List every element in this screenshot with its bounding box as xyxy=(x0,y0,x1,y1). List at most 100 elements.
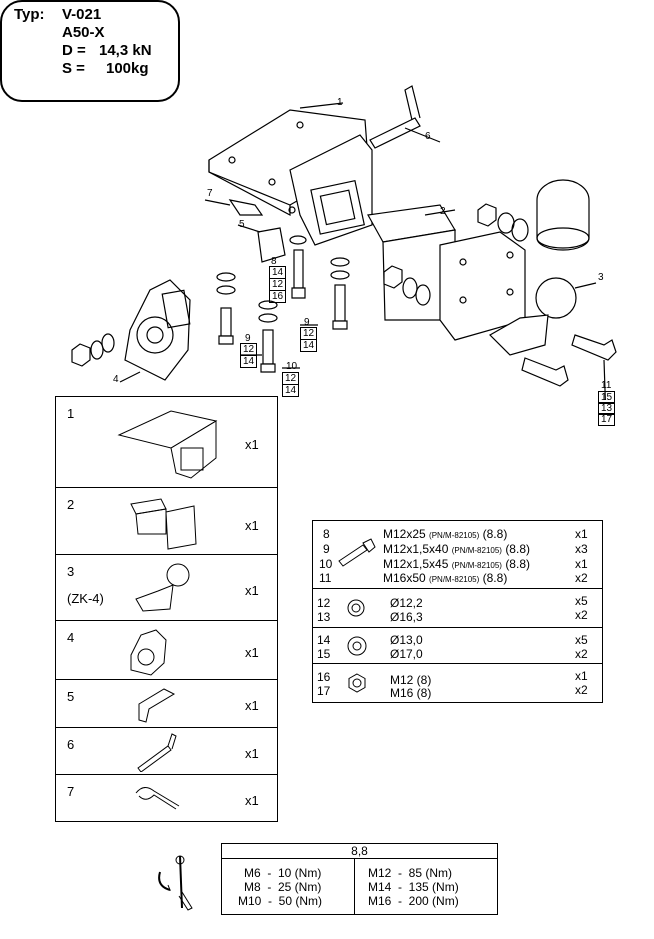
torque-right: M14 - 135 (Nm) xyxy=(368,880,459,894)
torque-right: M12 - 85 (Nm) xyxy=(368,866,453,880)
washer-num: 13 xyxy=(317,610,331,624)
bolt-spec: M16x50 (PN/M-82105) (8.8) xyxy=(383,571,508,585)
washer-num: 14 xyxy=(317,633,331,647)
washer-num: 12 xyxy=(317,596,331,610)
bolt-pair-drawing xyxy=(521,334,617,400)
tow-ball-drawing xyxy=(489,179,597,356)
part-qty: x1 xyxy=(245,793,259,808)
torque-left: M6 - 10 (Nm) xyxy=(244,866,322,880)
s-label: S = xyxy=(62,60,85,77)
bolt-num: 9 xyxy=(323,542,330,556)
left-hardware-drawing xyxy=(71,333,115,367)
part-row: 5 x1 xyxy=(55,679,278,728)
bolt-qty: x2 xyxy=(575,571,588,585)
part-qty: x1 xyxy=(245,698,259,713)
part-number: 7 xyxy=(67,784,75,799)
diagram-label: 3 xyxy=(598,272,604,283)
nut-section: 16 M12 (8) x1 17 M16 (8) x2 xyxy=(313,663,602,703)
nut-qty: x1 xyxy=(575,669,588,683)
exploded-assembly-diagram xyxy=(71,85,617,400)
part-qty: x1 xyxy=(245,437,259,452)
diagram-label: 8 xyxy=(271,256,277,267)
washer-qty: x2 xyxy=(575,608,588,622)
diagram-label: 15 xyxy=(598,391,616,404)
tow-ball-icon xyxy=(135,563,190,612)
hitch-bar-drawing xyxy=(367,204,526,341)
torque-table: 8,8 M6 - 10 (Nm) M8 - 25 (Nm) M10 - 50 (… xyxy=(221,843,498,915)
hitch-bar-icon xyxy=(130,498,197,550)
type-box: Typ: V-021 A50-X D = 14,3 kN S = 100kg xyxy=(0,0,180,102)
lock-washer-icon xyxy=(347,599,365,617)
angle-bracket-icon xyxy=(138,688,176,723)
pin-icon xyxy=(137,733,177,772)
part-row: 2 x1 xyxy=(55,487,278,555)
diagram-label: 11 xyxy=(601,380,612,391)
part-qty: x1 xyxy=(245,645,259,660)
flat-washer-section: 14 Ø13,0 x5 15 Ø17,0 x2 xyxy=(313,627,602,664)
washer-qty: x5 xyxy=(575,633,588,647)
part-row: 7 x1 xyxy=(55,774,278,822)
d-value: 14,3 kN xyxy=(99,42,152,59)
diagram-label: 4 xyxy=(113,374,119,385)
bolt-spec: M12x1,5x40 (PN/M-82105) (8.8) xyxy=(383,542,530,556)
nut-num: 17 xyxy=(317,684,331,698)
bolt-num: 10 xyxy=(319,557,333,571)
part-subtitle: (ZK-4) xyxy=(67,591,104,606)
diagram-label: 10 xyxy=(286,361,298,372)
socket-plate-drawing xyxy=(119,279,191,383)
nut-icon xyxy=(348,673,366,693)
diagram-label: 7 xyxy=(207,188,213,199)
part-number: 5 xyxy=(67,689,75,704)
lock-washer-section: 12 Ø12,2 x5 13 Ø16,3 x2 xyxy=(313,588,602,628)
hardware-table: 8 M12x25 (PN/M-82105) (8.8) x1 9 M12x1,5… xyxy=(312,520,603,703)
bolt-qty: x3 xyxy=(575,542,588,556)
pin-drawing xyxy=(369,85,441,149)
washer-size: Ø13,0 xyxy=(390,633,423,647)
part-row: 6 x1 xyxy=(55,727,278,775)
socket-plate-icon xyxy=(130,629,167,676)
torque-right: M16 - 200 (Nm) xyxy=(368,894,459,908)
diagram-label: 9 xyxy=(245,333,251,344)
diagram-label: 17 xyxy=(598,413,616,426)
nut-qty: x2 xyxy=(575,683,588,697)
flat-washer-icon xyxy=(347,636,367,656)
receiver-bracket-drawing xyxy=(208,102,373,246)
model-value: A50-X xyxy=(62,24,105,41)
parts-list: 1 x1 2 x1 3 (ZK-4) x1 4 x1 5 x1 xyxy=(55,396,278,822)
diagram-label: 14 xyxy=(282,384,300,397)
part-qty: x1 xyxy=(245,583,259,598)
bolt-num: 8 xyxy=(323,527,330,541)
washer-size: Ø12,2 xyxy=(390,596,423,610)
typ-label: Typ: xyxy=(14,6,45,23)
bolt-qty: x1 xyxy=(575,527,588,541)
diagram-label: 16 xyxy=(269,290,287,303)
torque-left: M8 - 25 (Nm) xyxy=(244,880,322,894)
torque-grade: 8,8 xyxy=(222,844,497,859)
nut-size: M12 (8) xyxy=(390,673,432,687)
part-number: 6 xyxy=(67,737,75,752)
nut-size: M16 (8) xyxy=(390,686,432,700)
d-label: D = xyxy=(62,42,86,59)
bolt-icon xyxy=(338,538,376,567)
small-bracket-drawing xyxy=(204,199,286,263)
bolt-num: 11 xyxy=(319,571,332,585)
diagram-label: 14 xyxy=(240,355,258,368)
upper-hardware-drawing xyxy=(383,203,529,306)
bolt-spec: M12x25 (PN/M-82105) (8.8) xyxy=(383,527,508,541)
diagram-label: 14 xyxy=(300,339,318,352)
s-value: 100kg xyxy=(106,60,149,77)
part-number: 2 xyxy=(67,497,75,512)
torque-divider xyxy=(354,859,355,914)
bolt-qty: x1 xyxy=(575,557,588,571)
washer-qty: x5 xyxy=(575,594,588,608)
nut-num: 16 xyxy=(317,670,331,684)
part-row: 1 x1 xyxy=(55,396,278,488)
part-qty: x1 xyxy=(245,746,259,761)
diagram-label: 6 xyxy=(425,131,431,142)
part-row: 4 x1 xyxy=(55,620,278,680)
clip-icon xyxy=(135,787,180,810)
typ-value: V-021 xyxy=(62,6,102,23)
washer-qty: x2 xyxy=(575,647,588,661)
washer-size: Ø16,3 xyxy=(390,610,423,624)
torque-wrench-icon xyxy=(158,855,193,911)
